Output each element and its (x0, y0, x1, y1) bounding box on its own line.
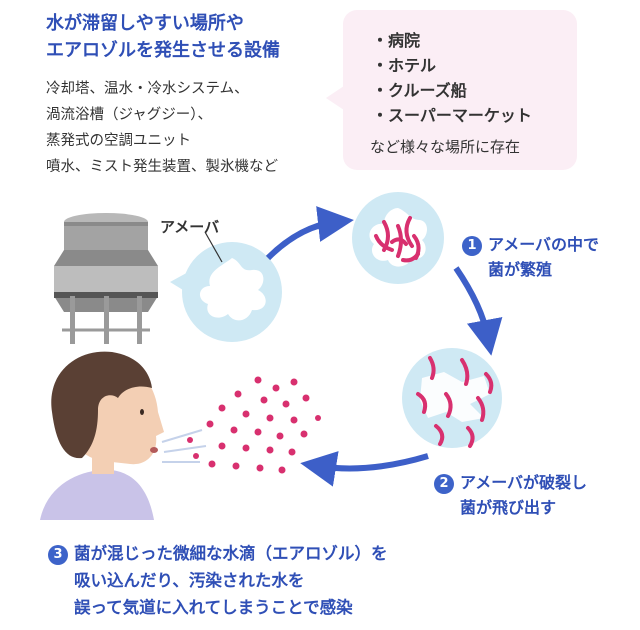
step-1-number-badge: 1 (462, 236, 482, 256)
person-inhaling-illustration (40, 351, 164, 520)
page-title: 水が滞留しやすい場所や エアロゾルを発生させる設備 (46, 13, 280, 61)
amoeba-with-bacteria (352, 192, 444, 284)
inhalation-lines (161, 429, 207, 463)
equipment-line: 蒸発式の空調ユニット (46, 133, 191, 149)
aerosol-droplets (187, 376, 321, 474)
place-item: ・クルーズ船 (372, 81, 467, 100)
place-item: ・ホテル (372, 56, 437, 75)
equipment-list: 冷却塔、温水・冷水システム、 渦流浴槽（ジャグジー）、 蒸発式の空調ユニット 噴… (46, 76, 278, 180)
bacterium (484, 372, 494, 394)
places-footer: など様々な場所に存在 (370, 138, 521, 156)
bacterium (476, 396, 486, 422)
bacterium (466, 426, 475, 448)
step-3-number-badge: 3 (48, 545, 68, 565)
equipment-line: 冷却塔、温水・冷水システム、 (46, 81, 249, 97)
arrow-to-step2 (453, 266, 503, 356)
place-item: ・スーパーマーケット (372, 106, 532, 125)
equipment-line: 噴水、ミスト発生装置、製氷機など (46, 159, 278, 175)
cooling-tower-icon (54, 213, 158, 344)
bacterium (390, 237, 408, 246)
arrow-to-step3 (300, 451, 429, 487)
speech-bubble-tail (326, 86, 344, 110)
places-speech-bubble (343, 10, 577, 170)
equipment-line: 渦流浴槽（ジャグジー）、 (46, 107, 213, 123)
amoeba-cell (170, 242, 282, 342)
arrow-to-step1 (265, 206, 354, 261)
bursting-amoeba (402, 348, 502, 448)
bacterium (460, 358, 470, 386)
amoeba-label: アメーバ (160, 218, 220, 236)
amoeba-label-pointer (204, 231, 223, 263)
bacterium (428, 356, 436, 380)
bacterium (374, 234, 394, 252)
bacterium (404, 216, 414, 248)
places-list: ・病院 ・ホテル ・クルーズ船 ・スーパーマーケット (372, 28, 532, 128)
bacterium (444, 392, 453, 418)
bacterium (434, 424, 445, 446)
bacterium (416, 392, 428, 414)
place-item: ・病院 (372, 31, 421, 50)
bacterium (401, 252, 420, 263)
step-2-number-badge: 2 (434, 474, 454, 494)
